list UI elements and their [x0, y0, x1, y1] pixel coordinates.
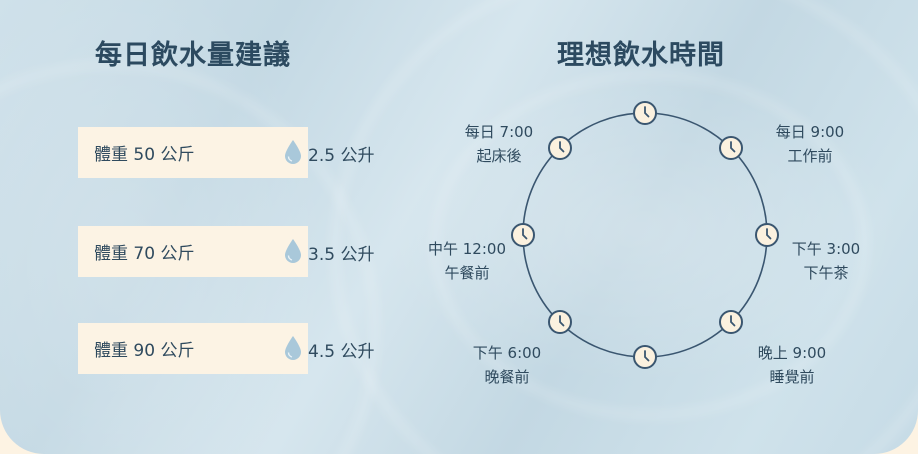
clock-icon	[633, 101, 657, 125]
weight-card-50: 體重 50 公斤	[78, 127, 308, 178]
water-drop-icon	[285, 336, 301, 360]
weight-card-90: 體重 90 公斤	[78, 323, 308, 374]
time-text: 每日 9:00	[775, 123, 845, 141]
time-note: 午餐前	[444, 264, 490, 282]
time-label-lunch: 中午 12:00 午餐前	[407, 237, 527, 285]
weight-label: 體重 50 公斤	[94, 145, 195, 165]
time-note: 起床後	[476, 147, 522, 165]
clock-icon	[719, 136, 743, 160]
water-drop-icon	[285, 140, 301, 164]
clock-icon	[548, 310, 572, 334]
daily-intake-title: 每日飲水量建議	[95, 40, 291, 71]
time-label-bed: 晚上 9:00 睡覺前	[732, 341, 852, 389]
time-note: 下午茶	[803, 264, 849, 282]
clock-icon	[548, 136, 572, 160]
water-amount: 2.5 公升	[308, 146, 375, 166]
time-text: 下午 3:00	[791, 240, 861, 258]
weight-card-70: 體重 70 公斤	[78, 226, 308, 277]
time-label-wake: 每日 7:00 起床後	[439, 120, 559, 168]
clock-icon	[719, 310, 743, 334]
time-note: 睡覺前	[769, 368, 815, 386]
time-label-dinner: 下午 6:00 晚餐前	[447, 341, 567, 389]
time-text: 每日 7:00	[464, 123, 534, 141]
time-note: 工作前	[787, 147, 833, 165]
ideal-time-title: 理想飲水時間	[557, 40, 725, 71]
time-note: 晚餐前	[484, 368, 530, 386]
water-drop-icon	[285, 239, 301, 263]
clock-icon	[633, 345, 657, 369]
time-label-work: 每日 9:00 工作前	[750, 120, 870, 168]
ripple-decoration	[430, 70, 870, 420]
time-text: 中午 12:00	[428, 240, 506, 258]
time-label-tea: 下午 3:00 下午茶	[766, 237, 886, 285]
time-text: 下午 6:00	[472, 344, 542, 362]
water-amount: 4.5 公升	[308, 342, 375, 362]
time-text: 晚上 9:00	[757, 344, 827, 362]
clock-icon	[511, 223, 535, 247]
weight-label: 體重 90 公斤	[94, 341, 195, 361]
clock-icon	[755, 223, 779, 247]
water-amount: 3.5 公升	[308, 245, 375, 265]
weight-label: 體重 70 公斤	[94, 244, 195, 264]
